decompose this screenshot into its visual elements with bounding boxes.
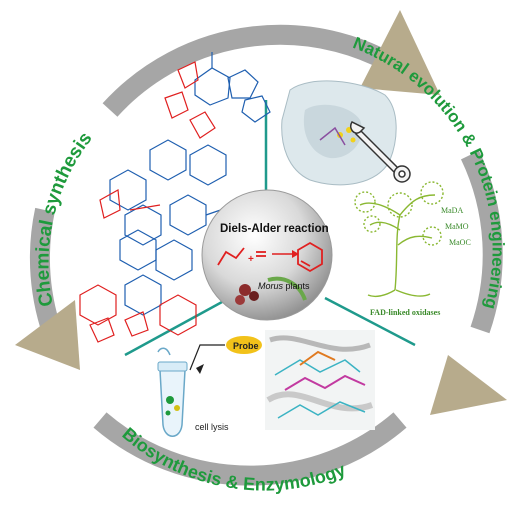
- plants-caption: Morus plants: [258, 281, 310, 291]
- berries: [235, 276, 307, 305]
- arrow-top: [102, 24, 416, 117]
- probe-caption: cell lysis: [195, 422, 229, 432]
- protein-surface-icon: [281, 80, 397, 186]
- arrow-right: [460, 150, 503, 334]
- arrowhead-left: [15, 300, 80, 370]
- reaction-scheme: [217, 241, 323, 273]
- molecule-bottom-red: [79, 284, 197, 343]
- divider-lines: [124, 100, 416, 357]
- plus-sign: +: [248, 254, 254, 265]
- docking-structure-icon: [265, 330, 375, 430]
- molecule-top: [194, 52, 271, 123]
- tree-icon: [354, 181, 444, 298]
- center-sphere: [201, 189, 333, 321]
- tree-enzyme-1: MaDA: [441, 206, 463, 215]
- label-chemical-synthesis: Chemical synthesis: [32, 128, 96, 308]
- molecule-bottom: [119, 229, 193, 316]
- molecule-middle-red: [99, 189, 161, 219]
- tree-enzyme-2: MaMO: [445, 222, 469, 231]
- tree-caption: FAD-linked oxidases: [370, 308, 440, 317]
- molecule-top-red: [164, 61, 216, 139]
- center-title: Diels-Alder reaction: [220, 223, 329, 235]
- tube-icon: [157, 347, 188, 437]
- arrowhead-right: [430, 355, 507, 415]
- wrench-icon: [349, 121, 411, 183]
- probe-icon: [189, 336, 262, 374]
- arrowhead-top: [360, 10, 440, 95]
- arrow-bottom: [93, 412, 407, 486]
- tree-enzyme-3: MaOC: [449, 238, 471, 247]
- probe-label: Probe: [233, 341, 259, 351]
